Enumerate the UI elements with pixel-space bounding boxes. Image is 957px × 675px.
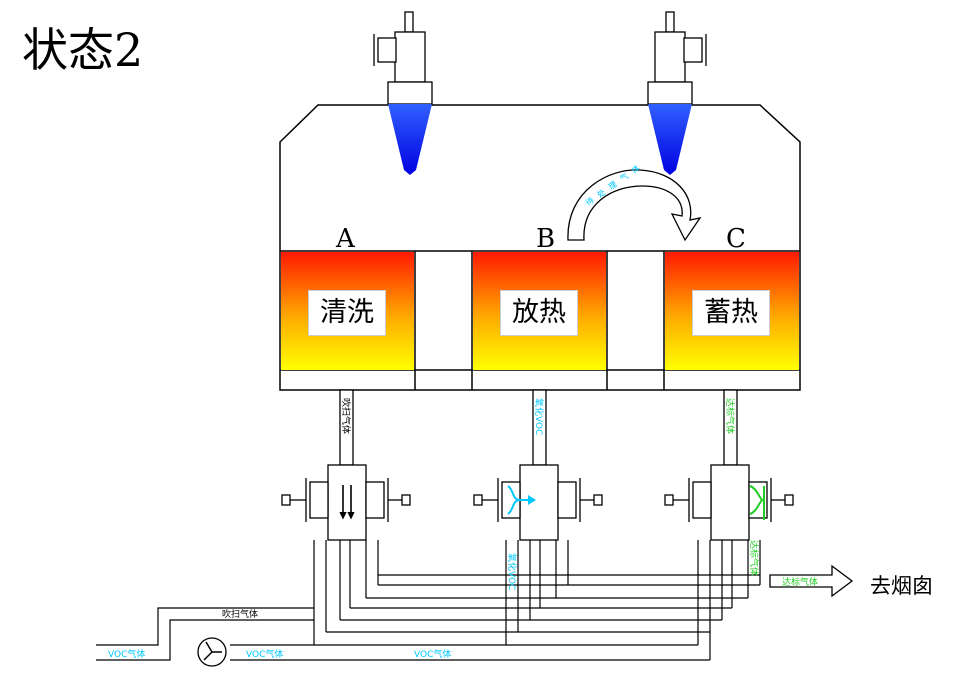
chamber-letter-c: C [726, 224, 746, 254]
label-voc-3: VOC气体 [414, 648, 451, 660]
fan-icon [197, 637, 227, 667]
manifold-pipes [96, 540, 761, 661]
label-b-lower: 氧化VOC [506, 553, 518, 590]
label-a-pipe: 吹扫气体 [340, 398, 352, 434]
label-voc-2: VOC气体 [246, 648, 283, 660]
valve-b [473, 464, 603, 541]
burner-left [373, 11, 433, 175]
label-purge: 吹扫气体 [222, 608, 258, 620]
chamber-label-a: 清洗 [308, 290, 386, 336]
valve-a [281, 464, 411, 541]
outlet-arrow [769, 564, 854, 598]
label-b-pipe: 氧化VOC [533, 398, 545, 435]
riser-pipes [339, 389, 738, 466]
burner-right [647, 11, 707, 175]
valve-c [664, 464, 794, 541]
label-c-lower: 达标气体 [748, 540, 760, 576]
flow-arrow [567, 169, 702, 242]
chamber-label-c: 蓄热 [692, 290, 770, 336]
destination-label: 去烟囱 [870, 574, 933, 598]
label-c-pipe: 达标气体 [724, 398, 736, 434]
label-clean-out: 达标气体 [782, 576, 818, 588]
chamber-letter-b: B [536, 224, 556, 254]
chamber-letter-a: A [336, 224, 355, 254]
chamber-label-b: 放热 [500, 290, 578, 336]
page-title: 状态2 [22, 23, 144, 77]
label-voc-1: VOC气体 [108, 648, 145, 660]
